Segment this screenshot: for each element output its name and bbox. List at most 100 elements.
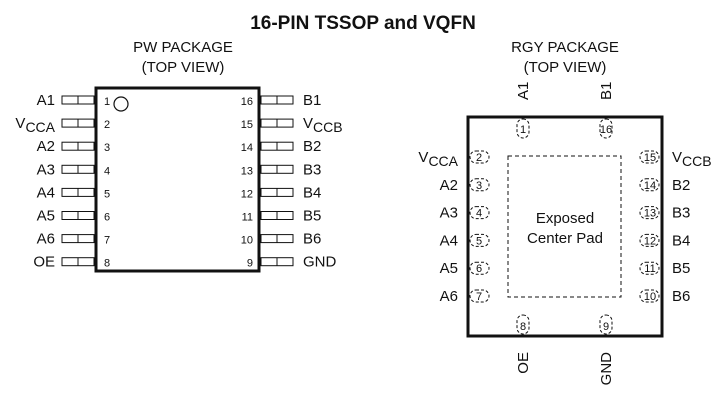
pin-name: OE [515,352,532,374]
pin-number: 16 [241,96,253,108]
rgy-package-subtitle: (TOP VIEW) [524,59,607,76]
pw-pin-9: 9 GND [247,254,337,271]
pin-pad [469,289,490,303]
pin-number: 8 [520,321,526,333]
pin-number: 15 [644,152,656,164]
pw-pin-4: 4 A3 [37,161,110,178]
rgy-pin-8: 8OE [515,314,532,374]
pin-name: VCCA [418,149,458,169]
pin-number: 3 [104,142,110,154]
pw-pin-1: 1 A1 [37,92,110,109]
center-pad-label-2: Center Pad [527,230,603,247]
pin-name: B4 [672,232,690,249]
pin-name: GND [303,254,337,271]
pin-name: B5 [672,260,690,277]
pw-pin-15: 15 VCCB [241,115,343,135]
pw-pin-13: 13 B3 [241,161,322,178]
pin-number: 15 [241,119,253,131]
exposed-center-pad [507,155,622,298]
pin-number: 14 [241,142,253,154]
pin-number: 11 [644,263,655,275]
pin-name: A3 [37,161,55,178]
pin-name: B5 [303,208,321,225]
pin-number: 7 [476,291,482,303]
pw-pin-7: 7A6 [37,231,110,248]
pin-number: 12 [644,235,656,247]
pin-name: OE [33,254,55,271]
pin-number: 16 [600,124,612,136]
rgy-pin-7: 7 A6 [440,288,490,305]
pin-name: VCCB [672,149,712,169]
pin-number: 5 [476,235,482,247]
pin-pad [516,118,530,139]
rgy-pin-6: 6 A5 [440,260,490,277]
rgy-package-body [466,115,664,338]
pin-pad [469,178,490,192]
pin-name: VCCB [303,115,343,135]
pin-number: 10 [241,235,253,247]
pin-pad [639,261,660,275]
pin-pad [639,289,660,303]
pin1-marker [113,96,129,112]
pin-number: 10 [644,291,656,303]
pin-number: 2 [476,152,482,164]
pin-number: 12 [241,188,253,200]
pin-number: 7 [104,235,110,247]
pin-name: B6 [672,288,690,305]
pin-name: A4 [440,232,458,249]
pw-pin-6: 6A5 [37,208,110,225]
rgy-pin-11: 11 B5 [639,260,690,277]
pin-name: A2 [37,138,55,155]
pin-name: A4 [37,184,55,201]
pin-name: A5 [440,260,458,277]
rgy-pin-15: 15 VCCB [639,149,712,169]
pin-pad [599,118,613,139]
pin-number: 5 [104,188,110,200]
pin-pad [599,314,613,335]
pin-number: 4 [104,165,110,177]
pin-name: A1 [515,82,532,100]
rgy-pin-10: 10 B6 [639,288,690,305]
pw-pin-5: 5 A4 [37,184,110,201]
rgy-pin-1: 1A1 [515,82,532,139]
rgy-package-title: RGY PACKAGE [511,39,619,56]
pw-package-title: PW PACKAGE [133,39,233,56]
rgy-pin-5: 5 A4 [440,232,490,249]
pw-pin-8: 8OE [33,254,110,271]
pw-package-body [94,86,261,273]
rgy-package: RGY PACKAGE (TOP VIEW) Exposed Center Pa… [418,39,711,385]
pin-name: B1 [303,92,321,109]
rgy-pin-4: 4A3 [440,205,490,222]
pin-number: 4 [476,208,482,220]
pin-pad [639,233,660,247]
pin-pad [639,206,660,220]
diagram-title: 16-PIN TSSOP and VQFN [250,13,476,34]
pin-pad [639,178,660,192]
center-pad-label-1: Exposed [536,210,594,227]
pin-number: 6 [476,263,482,275]
pin-pad [516,314,530,335]
pin-number: 13 [644,208,656,220]
pin-number: 1 [104,96,110,108]
rgy-pin-3: 3A2 [440,177,490,194]
pin-number: 3 [476,180,482,192]
pin-name: B1 [598,82,615,100]
pin-name: A1 [37,92,55,109]
pin-name: B3 [303,161,321,178]
pin-name: B2 [672,177,690,194]
pin-number: 9 [247,258,253,270]
pin-number: 6 [104,212,110,224]
pin-number: 9 [603,321,609,333]
pw-package-subtitle: (TOP VIEW) [142,59,225,76]
pin-pad [469,150,490,164]
pin-number: 2 [104,119,110,131]
pin-number: 13 [241,165,253,177]
pin-name: A6 [440,288,458,305]
